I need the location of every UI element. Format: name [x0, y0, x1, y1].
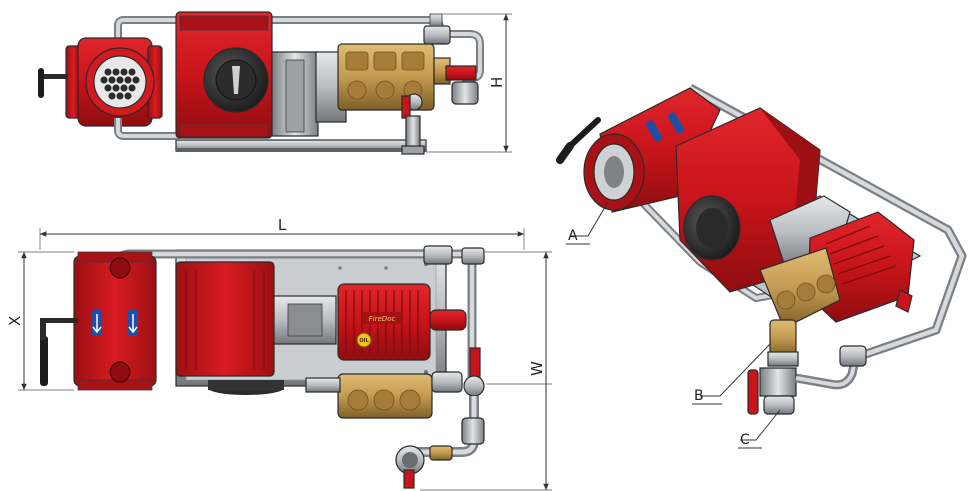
- plan-top-right-fitting: [423, 245, 453, 265]
- inlet-valve-handle: [38, 68, 68, 98]
- iso-valve-lever: [747, 369, 759, 415]
- dimension-w-label: W: [528, 361, 546, 376]
- callout-a-label: A: [568, 228, 578, 244]
- dimension-x-label: X: [6, 316, 24, 326]
- drain-valve-lever: [401, 95, 411, 119]
- iso-inlet-manifold: [583, 87, 721, 213]
- oil-cap: [356, 332, 372, 348]
- iso-outlet-assembly: [747, 319, 867, 415]
- isometric-view: A B C: [556, 84, 967, 449]
- iso-pump: [759, 211, 915, 329]
- callout-c-label: C: [740, 432, 750, 448]
- dimension-h-label: H: [488, 77, 506, 88]
- dimension-l-label: L: [278, 216, 287, 234]
- oil-cap-text: OIL: [359, 338, 369, 344]
- top-view: H: [38, 11, 512, 155]
- plan-view: FireDoc OIL L X: [6, 216, 552, 491]
- plan-valve-handle: [40, 318, 78, 386]
- top-right-fitting: [423, 25, 451, 45]
- iso-inlet-handle: [556, 117, 601, 164]
- callout-b-label: B: [694, 388, 704, 404]
- plan-gearbox: [175, 261, 275, 377]
- brand-badge-text: FireDoc: [369, 315, 396, 323]
- flow-direction-arrows: [92, 310, 138, 336]
